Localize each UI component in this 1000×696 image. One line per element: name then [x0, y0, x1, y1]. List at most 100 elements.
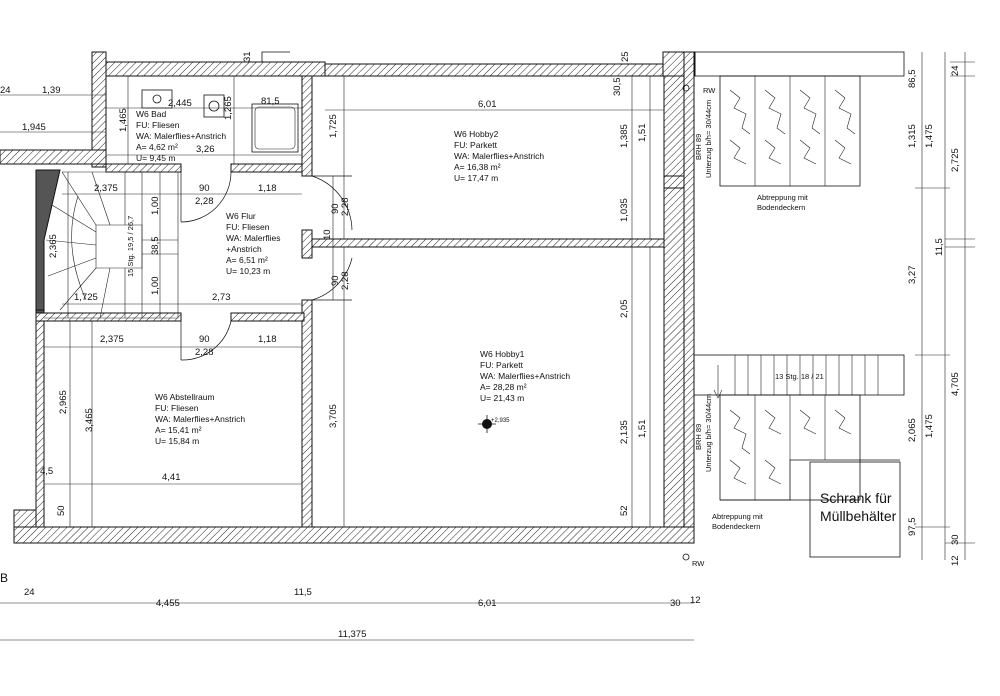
schrank-box	[809, 461, 901, 558]
tread-8	[99, 267, 111, 319]
room-bad-perimeter: U= 9,45 m	[136, 153, 175, 163]
window-bad	[261, 51, 290, 62]
dim-text: 52	[619, 505, 630, 516]
dim-text: 30,5	[612, 78, 623, 97]
exterior-right	[682, 51, 905, 561]
room-bad-name: W6 Bad	[136, 109, 167, 119]
dim-text: 38,5	[150, 237, 161, 256]
door-bad-swing	[180, 171, 232, 223]
downpipe-top-icon	[682, 84, 690, 92]
exterior-stair-treads	[734, 355, 879, 395]
wall-flur-mid	[301, 229, 313, 259]
wall-left-lower	[35, 314, 45, 528]
brh-bot-2: Unterzug b/h= 30/44cm	[704, 394, 713, 472]
dim-text: 1,725	[74, 292, 98, 303]
rw-bottom-label: RW	[692, 559, 705, 568]
rw-top-label: RW	[703, 86, 716, 95]
dim-text: 2,375	[94, 183, 118, 194]
dim-text: 4,705	[950, 372, 961, 396]
dimension-texts: 24 1,39 1,945 2,445 3,26 1,465 1,265 81,…	[0, 51, 961, 640]
door-abstell-swing	[180, 320, 232, 361]
wall-right-upper	[663, 75, 685, 177]
dim-text: 1,945	[22, 122, 46, 133]
dim-text: 24	[24, 587, 35, 598]
dim-text: 2,375	[100, 334, 124, 345]
room-bad-label: W6 Bad FU: Fliesen WA: Malerflies+Anstri…	[136, 109, 226, 163]
dim-text: 12	[690, 595, 701, 606]
room-bad-area: A= 4,62 m²	[136, 142, 178, 152]
dim-text: 81,5	[261, 96, 280, 107]
room-hobby1-label: W6 Hobby1 FU: Parkett WA: Malerflies+Ans…	[480, 349, 570, 403]
dim-text: 1,18	[258, 334, 277, 345]
room-abstellraum-area: A= 15,41 m²	[155, 425, 202, 435]
dim-text: 1,475	[924, 414, 935, 438]
dim-text: 2,965	[58, 390, 69, 414]
room-hobby2-wa: WA: Malerflies+Anstrich	[454, 151, 544, 161]
wall-right-joint	[663, 175, 685, 189]
stairs-left-label: 15 Stg. 19,5 / 26,7	[126, 216, 135, 277]
abtreppung1-line1: Abtreppung mit	[757, 193, 809, 202]
abtreppung1-line2: Bodendeckern	[757, 203, 805, 212]
stair-arrow-icon	[713, 365, 723, 399]
room-hobby1-area: A= 28,28 m²	[480, 382, 527, 392]
room-hobby1-name: W6 Hobby1	[480, 349, 525, 359]
room-hobby2-perimeter: U= 17,47 m	[454, 173, 498, 183]
tread-6	[91, 171, 111, 226]
dim-text: 30	[950, 534, 961, 545]
dim-text: 3,465	[84, 408, 95, 432]
dim-text: 86,5	[907, 70, 918, 89]
abtreppung2-line2: Bodendeckern	[712, 522, 760, 531]
room-flur-wa2: +Anstrich	[226, 244, 262, 254]
dim-text: 1,465	[118, 108, 129, 132]
room-abstellraum-perimeter: U= 15,84 m	[155, 436, 199, 446]
dim-text: 1,475	[924, 124, 935, 148]
planter-bottom-plants	[729, 409, 852, 485]
dim-text: 1,18	[258, 183, 277, 194]
dim-text: 2,73	[212, 292, 231, 303]
stair-wedge	[35, 169, 61, 311]
tread-2	[51, 204, 97, 233]
dim-text: 6,01	[478, 598, 497, 609]
stairs-right-label: 13 Stg. 18 / 21	[775, 372, 824, 381]
planter-top-plants	[729, 89, 856, 135]
wall-abstell-top-right	[230, 312, 305, 322]
room-bad-wa: WA: Malerflies+Anstrich	[136, 131, 226, 141]
wall-bottom	[13, 526, 695, 544]
dim-text: 11,5	[934, 238, 945, 256]
room-flur-wa: WA: Malerflies	[226, 233, 280, 243]
dim-text: 2,135	[619, 420, 630, 444]
dim-text: 3,705	[328, 404, 339, 428]
section-mark: B	[0, 571, 8, 585]
room-flur-label: W6 Flur FU: Fliesen WA: Malerflies +Anst…	[226, 211, 280, 276]
dim-text: 31	[242, 51, 253, 62]
dim-text: 1,035	[619, 198, 630, 222]
dim-text: 2,28	[195, 196, 214, 207]
wall-upper-left-stub	[0, 149, 107, 165]
wall-right-outer	[683, 51, 695, 543]
dim-text: 2,725	[950, 148, 961, 172]
dim-text: 50	[56, 505, 67, 516]
dim-text: 90	[199, 334, 210, 345]
door-hobby1-swing	[311, 257, 353, 301]
wall-top-right	[324, 63, 666, 77]
brh-top-1: BRH 89	[694, 134, 703, 160]
dim-text: 6,01	[478, 99, 497, 110]
room-hobby2-fu: FU: Parkett	[454, 140, 498, 150]
room-bad-fu: FU: Fliesen	[136, 120, 180, 130]
dim-text: 1,51	[637, 124, 648, 143]
dim-text: 11,5	[294, 587, 312, 598]
dim-text: 2,28	[340, 198, 351, 217]
dim-text: 3,27	[907, 266, 918, 285]
dim-text: 11,375	[338, 629, 366, 640]
dim-text: 2,445	[168, 98, 192, 109]
dim-text: 1,00	[150, 197, 161, 216]
toilet-bowl-icon	[208, 100, 220, 112]
tread-4	[47, 257, 97, 277]
wall-left-upper	[91, 51, 107, 168]
dim-text: 2,05	[619, 300, 630, 319]
wall-abstell-top-left	[35, 312, 182, 322]
wall-hobby-divider	[311, 238, 665, 248]
door-hobby2-swing	[311, 175, 353, 231]
dim-text: 4,455	[156, 598, 180, 609]
